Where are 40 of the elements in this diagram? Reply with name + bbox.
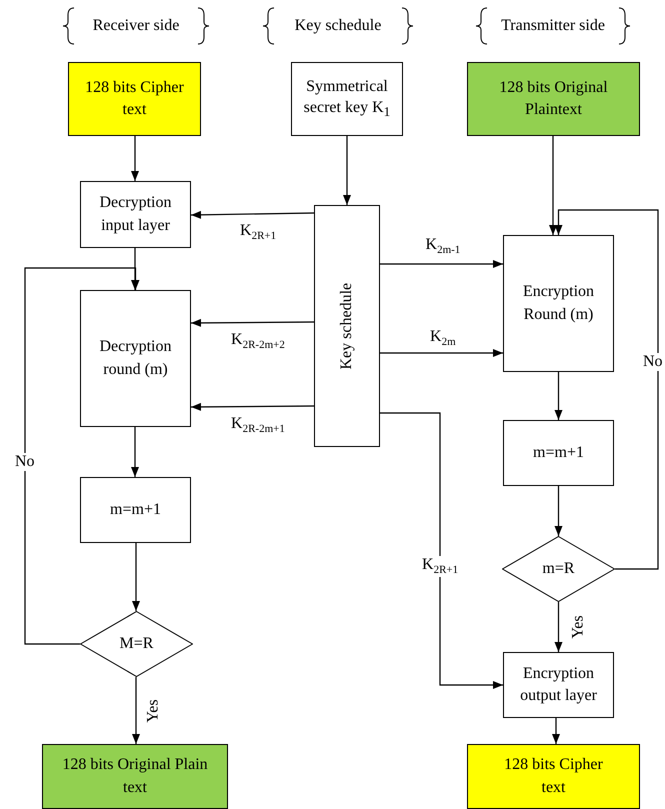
edge-label: K$_{2R+1}$ <box>421 556 460 577</box>
edge-label: Yes <box>144 698 162 724</box>
decision-diamond: m=R <box>502 536 615 602</box>
edge-label: Yes <box>569 614 588 640</box>
arrow <box>24 267 140 645</box>
arrow <box>131 136 139 181</box>
section-heading: Receiver side <box>92 18 180 34</box>
process-box: m=m+1 <box>503 420 614 486</box>
arrow <box>132 543 140 611</box>
output-box: 128 bits Cipher text <box>68 62 201 136</box>
edge-label: No <box>14 453 36 471</box>
output-box: 128 bits Original Plain text <box>42 744 228 809</box>
edge-label: No <box>642 353 664 371</box>
section-heading: Key schedule <box>294 18 382 34</box>
arrow <box>191 402 314 411</box>
section-heading: Transmitter side <box>501 18 605 34</box>
arrow <box>380 260 503 268</box>
arrow <box>554 209 659 570</box>
arrow <box>380 412 503 689</box>
process-box: Encryption output layer <box>503 652 614 718</box>
output-box: 128 bits Cipher text <box>467 744 640 809</box>
arrow <box>549 136 557 235</box>
arrow <box>554 602 562 652</box>
arrow <box>131 427 139 477</box>
arrow <box>554 372 562 420</box>
process-box: Decryption input layer <box>80 181 191 248</box>
key-box: Symmetrical secret key K$_{1}$ <box>291 62 403 136</box>
arrow <box>343 136 351 205</box>
process-box: Decryption round (m) <box>80 290 191 427</box>
arrow <box>132 677 140 744</box>
arrow <box>190 210 314 219</box>
arrow <box>552 718 560 744</box>
process-box: Encryption Round (m) <box>503 235 614 372</box>
input-box: 128 bits Original Plaintext <box>467 62 640 136</box>
process-box: m=m+1 <box>80 477 191 543</box>
arrow <box>191 318 314 327</box>
arrow <box>380 349 503 357</box>
process-box: Key schedule <box>314 205 380 447</box>
decision-diamond: M=R <box>80 611 193 677</box>
arrow <box>554 486 562 536</box>
